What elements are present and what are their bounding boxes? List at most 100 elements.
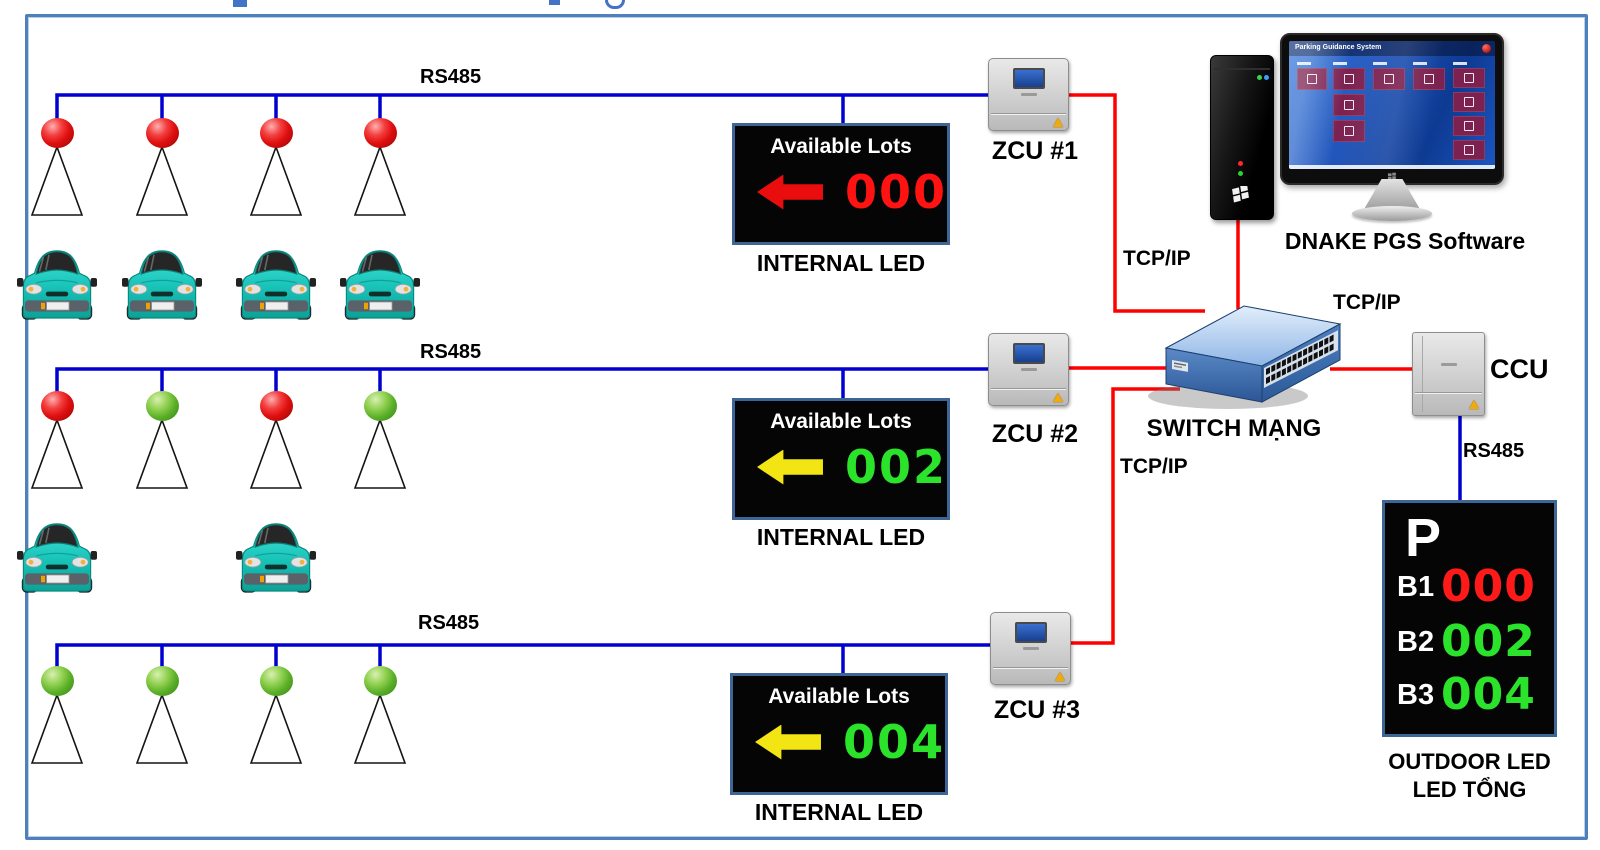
device-seam: [993, 667, 1068, 668]
zone-label: B2: [1397, 625, 1435, 658]
monitor-base: [1352, 206, 1432, 221]
app-tile: [1333, 68, 1365, 90]
internal-led-caption-2: INTERNAL LED: [756, 524, 926, 550]
app-tile: [1333, 94, 1365, 116]
title-fragment: [233, 0, 247, 7]
menu-group-label: [1333, 62, 1347, 65]
monitor-brand-icon: [1387, 172, 1396, 180]
app-tile: [1297, 68, 1327, 90]
parking-space-triangle: [135, 144, 189, 216]
left-arrow-icon: [757, 174, 823, 210]
sensor-ball-green: [145, 666, 179, 696]
device-screen: [1012, 343, 1045, 364]
parking-p-symbol: P: [1405, 508, 1442, 568]
warning-icon: [1053, 118, 1063, 127]
parking-sensor-green: [135, 391, 189, 491]
tcpip-line-zcu3: [1067, 387, 1180, 645]
parking-space-triangle: [353, 417, 407, 489]
tcpip-line-zcu1: [1067, 93, 1205, 313]
device-seam: [991, 113, 1066, 114]
ccu-label: CCU: [1490, 354, 1549, 384]
outdoor-led-display: P B1 000 B2 002 B3 004: [1382, 500, 1557, 737]
warning-icon: [1469, 400, 1479, 409]
zcu-3-device: [990, 612, 1071, 685]
outdoor-led-caption-2: LED TỔNG: [1412, 777, 1527, 802]
diagram-border: [25, 14, 1588, 840]
parking-sensor-green: [353, 391, 407, 491]
rs485-bus-row1: [55, 93, 988, 124]
zcu-2-device: [988, 333, 1069, 406]
sensor-ball-red: [363, 118, 397, 148]
parking-space-triangle: [353, 692, 407, 764]
menu-group-label: [1297, 62, 1311, 65]
sensor-ball-red: [259, 118, 293, 148]
parking-space-triangle: [30, 144, 84, 216]
parking-space-triangle: [135, 692, 189, 764]
menu-group-label: [1453, 62, 1467, 65]
car: [340, 250, 420, 320]
device-brand-mark: [1440, 363, 1457, 366]
parking-sensor-green: [30, 666, 84, 766]
app-tile: [1373, 68, 1405, 90]
status-led: [1264, 75, 1269, 80]
zcu-1-label: ZCU #1: [991, 137, 1079, 165]
pgs-app-logo-icon: [1482, 44, 1491, 53]
zone-count: 004: [1441, 669, 1536, 720]
available-count: 000: [844, 165, 947, 219]
left-arrow-icon: [757, 449, 823, 485]
sensor-ball-red: [40, 391, 74, 421]
rs485-label-row1: RS485: [420, 66, 482, 88]
car: [17, 523, 97, 593]
rs485-bus-row2: [55, 367, 988, 399]
parking-sensor-red: [30, 118, 84, 218]
display-title: Available Lots: [768, 685, 910, 708]
car: [122, 250, 202, 320]
pc-tower: [1210, 55, 1274, 220]
power-led: [1257, 75, 1262, 80]
zone-count: 000: [1441, 561, 1536, 612]
device-screen: [1014, 622, 1047, 643]
device-seam: [991, 388, 1066, 389]
zcu-1-device: [988, 58, 1069, 131]
menu-group-label: [1413, 62, 1427, 65]
hdd-led-red: [1238, 161, 1243, 166]
monitor-screen: Parking Guidance System: [1289, 41, 1495, 169]
device-brand-mark: [1022, 647, 1039, 650]
sensor-ball-green: [145, 391, 179, 421]
rs485-bus-row3: [55, 643, 990, 674]
device-seam: [1415, 392, 1482, 393]
parking-space-triangle: [135, 417, 189, 489]
sensor-ball-red: [259, 391, 293, 421]
outdoor-led-caption-1: OUTDOOR LED: [1388, 749, 1551, 774]
windows-logo-icon: [1232, 186, 1249, 203]
internal-led-caption-3: INTERNAL LED: [754, 799, 924, 825]
app-tile: [1453, 92, 1485, 112]
tcpip-label-zcu1: TCP/IP: [1123, 247, 1191, 270]
sensor-ball-green: [40, 666, 74, 696]
title-fragment: [549, 0, 560, 5]
switch-label: SWITCH MẠNG: [1146, 415, 1322, 442]
internal-led-caption-1: INTERNAL LED: [756, 250, 926, 276]
car: [17, 250, 97, 320]
pgs-app-title: Parking Guidance System: [1295, 44, 1382, 51]
display-title: Available Lots: [770, 135, 912, 158]
device-brand-mark: [1020, 368, 1037, 371]
sensor-ball-red: [40, 118, 74, 148]
parking-sensor-red: [249, 391, 303, 491]
available-count: 002: [844, 440, 947, 494]
device-brand-mark: [1020, 93, 1037, 96]
parking-sensor-red: [30, 391, 84, 491]
ccu-device: [1412, 332, 1485, 416]
zcu-2-label: ZCU #2: [991, 420, 1079, 448]
software-label: DNAKE PGS Software: [1284, 228, 1526, 254]
hdd-led-green: [1238, 171, 1243, 176]
pgs-app-titlebar: Parking Guidance System: [1289, 41, 1495, 56]
sensor-ball-green: [363, 391, 397, 421]
zone-label: B3: [1397, 678, 1435, 711]
parking-space-triangle: [30, 692, 84, 764]
parking-sensor-green: [353, 666, 407, 766]
parking-sensor-red: [135, 118, 189, 218]
parking-space-triangle: [353, 144, 407, 216]
